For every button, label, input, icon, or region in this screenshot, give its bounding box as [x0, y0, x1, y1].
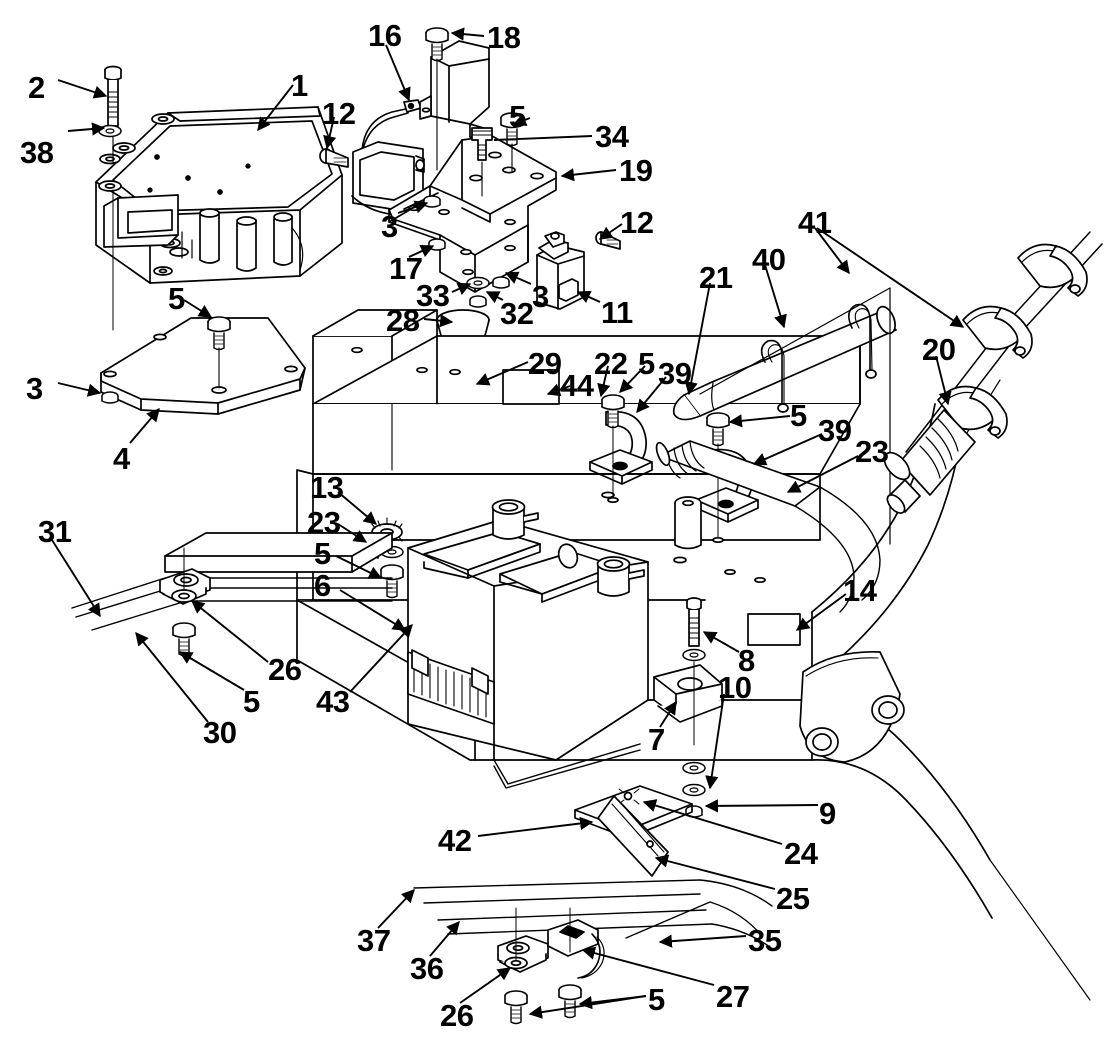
washer-38	[98, 124, 122, 138]
callout-18: 18	[487, 20, 521, 55]
callout-3-left: 3	[381, 209, 398, 244]
callout-2: 2	[28, 70, 45, 105]
callout-36: 36	[410, 951, 444, 986]
callout-25: 25	[776, 881, 810, 916]
callout-33: 33	[416, 278, 450, 313]
callout-5-clamp22: 5	[638, 346, 655, 381]
bolt-5-lower-b	[558, 984, 582, 1019]
washer-8	[682, 648, 706, 662]
callout-10: 10	[718, 670, 752, 705]
callout-22: 22	[594, 346, 628, 381]
callout-43: 43	[316, 684, 350, 719]
callout-20: 20	[922, 332, 956, 367]
callout-7: 7	[648, 722, 665, 757]
callout-12-left: 12	[322, 96, 356, 131]
nut-17	[428, 238, 446, 251]
callout-39-right: 39	[818, 413, 852, 448]
long-bolt-2	[104, 65, 122, 127]
bolt-5-lower-a	[504, 990, 528, 1025]
callout-31: 31	[38, 514, 72, 549]
callout-14: 14	[843, 573, 877, 608]
callout-13: 13	[310, 470, 344, 505]
nut-3-bracket	[423, 195, 441, 208]
bracket-25	[597, 795, 669, 877]
lower-rail-37	[413, 879, 775, 979]
callout-21: 21	[699, 260, 733, 295]
nut-3-right	[492, 276, 510, 289]
callout-16: 16	[368, 18, 402, 53]
callout-28: 28	[386, 303, 420, 338]
callout-29: 29	[528, 346, 562, 381]
callout-9: 9	[819, 796, 836, 831]
callout-17: 17	[389, 251, 423, 286]
washer-small-10	[682, 761, 706, 775]
callout-5-plate: 5	[168, 281, 185, 316]
left-rail-31	[71, 532, 393, 631]
bracket-19	[388, 135, 557, 293]
callout-19: 19	[619, 153, 653, 188]
callout-23-hose: 23	[855, 434, 889, 469]
callout-26-left: 26	[268, 652, 302, 687]
callout-5-terminal: 5	[314, 536, 331, 571]
callout-41: 41	[798, 205, 832, 240]
callout-40: 40	[752, 242, 786, 277]
control-module-body	[95, 106, 343, 284]
nut-3-plate	[101, 391, 119, 404]
callout-34: 34	[595, 119, 629, 154]
callout-37: 37	[357, 923, 391, 958]
bolt-8	[686, 597, 702, 647]
callout-8: 8	[738, 643, 755, 678]
callout-26-lower: 26	[440, 998, 474, 1033]
callout-35: 35	[748, 923, 782, 958]
washer-33	[466, 276, 490, 290]
callout-27: 27	[716, 979, 750, 1014]
callout-38: 38	[20, 135, 54, 170]
callout-3-plate: 3	[26, 371, 43, 406]
callout-6: 6	[314, 568, 331, 603]
callout-1: 1	[291, 68, 308, 103]
nut-32	[469, 295, 487, 308]
callout-5-lower: 5	[648, 982, 665, 1017]
callout-4: 4	[113, 441, 130, 476]
mounting-plate-4	[100, 317, 306, 415]
callout-44: 44	[560, 368, 594, 403]
callout-42: 42	[438, 823, 472, 858]
spacer-tube	[674, 496, 702, 550]
clamp-22	[589, 410, 653, 485]
callout-5-bracket: 5	[509, 99, 526, 134]
bolt-6	[380, 564, 404, 599]
callout-5-clamp39: 5	[790, 398, 807, 433]
shock-strut-20	[883, 231, 1103, 514]
callout-23-terminal: 23	[307, 505, 341, 540]
bolt-12-left	[319, 148, 349, 168]
fitting-34	[471, 127, 493, 161]
callout-3-right: 3	[532, 279, 549, 314]
bolt-5-leftrail	[172, 622, 196, 657]
callout-11: 11	[601, 295, 633, 330]
callout-32: 32	[500, 296, 534, 331]
washer-large-10	[682, 783, 706, 797]
battery-43	[407, 499, 649, 789]
hose-23	[655, 440, 881, 613]
callout-12-right: 12	[620, 205, 654, 240]
callout-30: 30	[203, 715, 237, 750]
leader-lines	[51, 27, 965, 1019]
callout-39-left: 39	[658, 356, 692, 391]
callout-5-leftrail: 5	[243, 684, 260, 719]
callout-24: 24	[784, 836, 818, 871]
